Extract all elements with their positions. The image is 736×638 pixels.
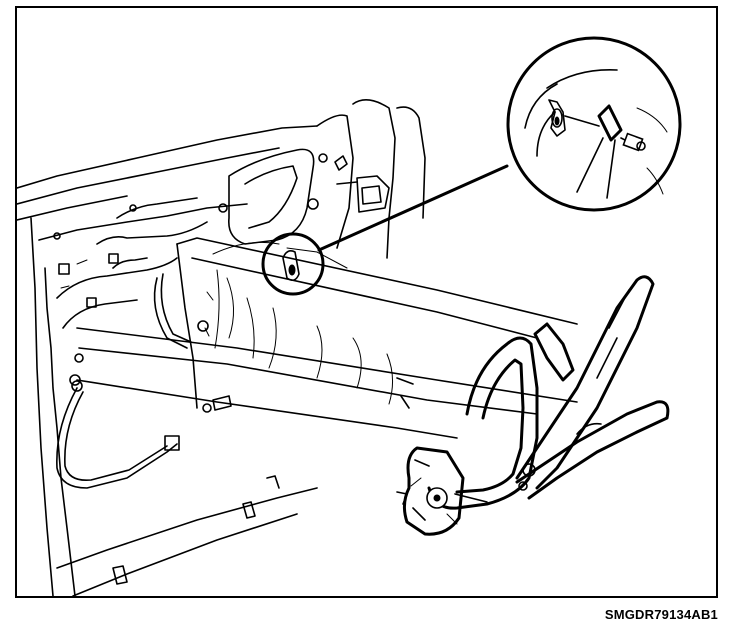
door-lower-skin [56,475,318,596]
diagram-frame [15,6,718,598]
attachment-point-callout [261,164,509,296]
door-illustration [17,36,682,596]
regulator-cable [56,273,192,489]
door-cavity [218,114,354,249]
magnified-detail-view [506,36,682,212]
window-regulator-assembly [396,275,670,536]
door-inner-panel [17,125,318,596]
regulator-rail [76,237,578,439]
door-pillar [336,99,426,259]
figure-reference-code: SMGDR79134AB1 [604,607,718,622]
